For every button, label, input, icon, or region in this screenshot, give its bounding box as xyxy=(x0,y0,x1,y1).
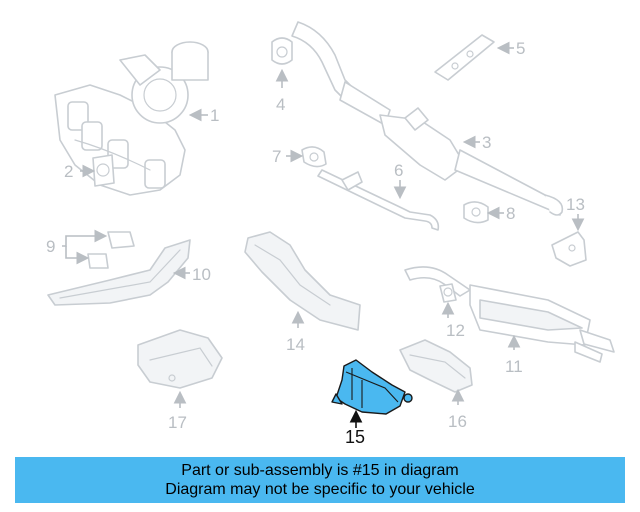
part-7-clamp[interactable] xyxy=(301,146,327,168)
callout-15: 15 xyxy=(345,427,365,447)
part-10-heat-shield[interactable] xyxy=(47,239,191,306)
part-17-shield[interactable] xyxy=(137,329,223,389)
banner-line-2: Diagram may not be specific to your vehi… xyxy=(165,481,475,498)
part-6-pipe[interactable] xyxy=(317,169,440,231)
part-8-clamp[interactable] xyxy=(463,201,489,224)
callout-2: 2 xyxy=(64,162,73,181)
part-14-tunnel-heat-shield[interactable] xyxy=(244,231,361,331)
info-banner: Part or sub-assembly is #15 in diagram D… xyxy=(15,457,625,503)
part-12-hanger[interactable] xyxy=(439,283,457,303)
part-2-gasket[interactable] xyxy=(92,154,115,187)
callout-7: 7 xyxy=(272,147,281,166)
part-15-heat-shield-highlighted[interactable] xyxy=(331,359,413,415)
callout-17: 17 xyxy=(168,413,187,432)
callout-8: 8 xyxy=(506,204,515,223)
callout-12: 12 xyxy=(446,321,465,340)
exhaust-parts-diagram: 1 2 3 4 5 6 7 xyxy=(46,21,615,447)
banner-line-1: Part or sub-assembly is #15 in diagram xyxy=(181,462,459,479)
callout-1: 1 xyxy=(210,106,219,125)
part-4-gasket[interactable] xyxy=(271,37,293,65)
part-1-turbocharger-manifold[interactable] xyxy=(54,41,209,196)
callout-9: 9 xyxy=(46,237,55,256)
callout-14: 14 xyxy=(286,335,305,354)
callout-5: 5 xyxy=(516,39,525,58)
callout-6: 6 xyxy=(394,161,403,180)
callout-13: 13 xyxy=(566,195,585,214)
callout-11: 11 xyxy=(505,357,523,376)
part-3-catalytic-converter[interactable] xyxy=(291,21,564,216)
part-5-bracket[interactable] xyxy=(434,34,495,81)
callout-4: 4 xyxy=(276,95,285,114)
callout-16: 16 xyxy=(448,412,467,431)
part-16-heat-shield[interactable] xyxy=(399,339,473,393)
callout-10: 10 xyxy=(192,265,211,284)
part-9-brackets[interactable] xyxy=(87,231,135,269)
callout-3: 3 xyxy=(482,133,491,152)
part-13-bracket[interactable] xyxy=(551,231,587,267)
